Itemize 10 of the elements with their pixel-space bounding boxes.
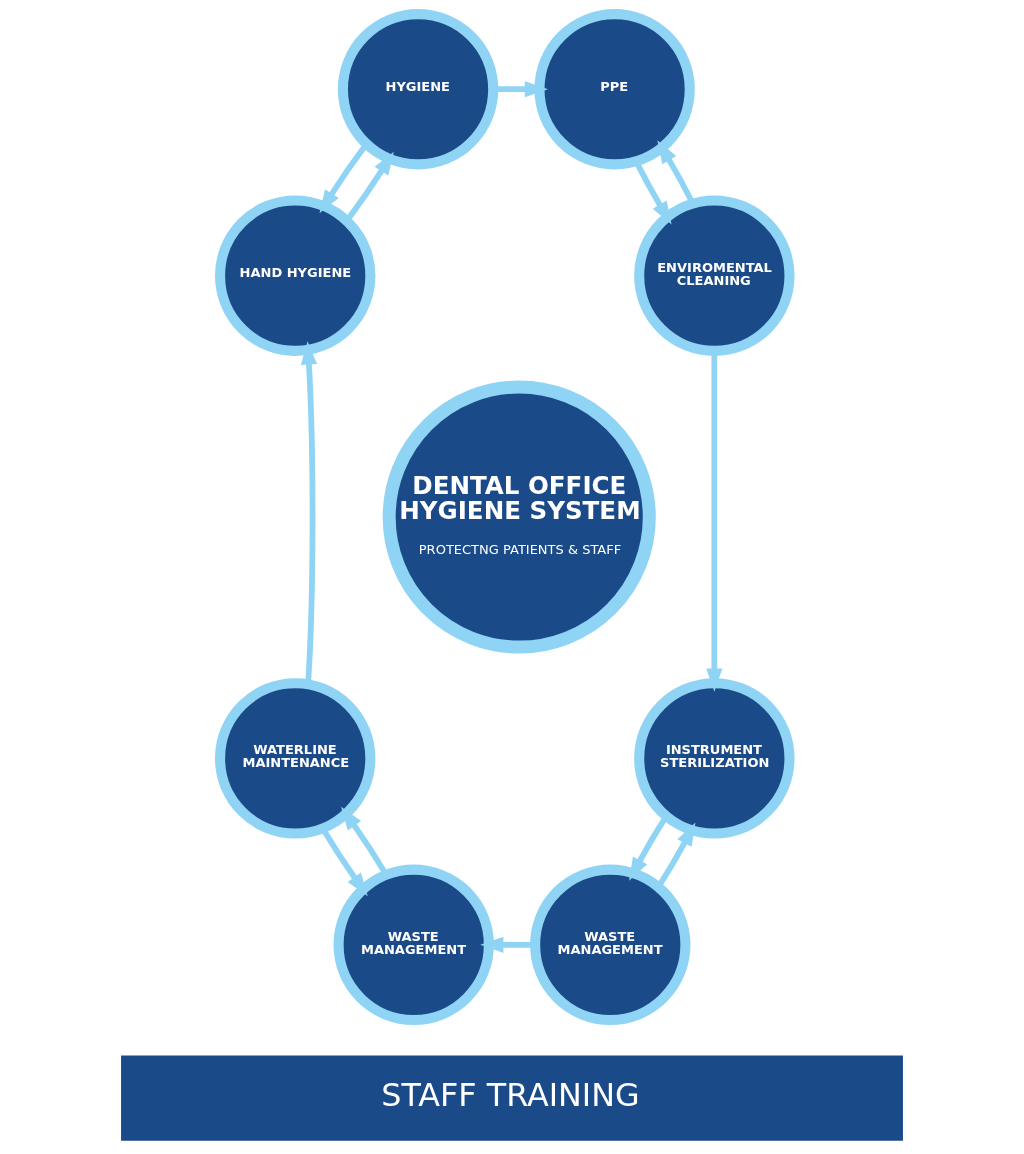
node-circle: DENTAL OFFICE HYGIENE SYSTEM PROTECTNG PATIENTS & STAFF bbox=[382, 380, 656, 654]
node-box: STAFF TRAINING bbox=[121, 1055, 903, 1141]
node-circle: HYGIENE bbox=[337, 9, 499, 170]
node-circle: WASTE MANAGEMENT bbox=[333, 864, 494, 1026]
node-circle: WATERLINE MAINTENANCE bbox=[215, 678, 376, 839]
node-circle: INSTRUMENT STERILIZATION bbox=[634, 678, 795, 839]
node-circle: ENVIROMENTAL CLEANING bbox=[634, 195, 795, 356]
node-circle: WASTE MANAGEMENT bbox=[530, 864, 691, 1026]
node-circle: PPE bbox=[534, 9, 695, 170]
node-circle: HAND HYGIENE bbox=[215, 195, 376, 356]
